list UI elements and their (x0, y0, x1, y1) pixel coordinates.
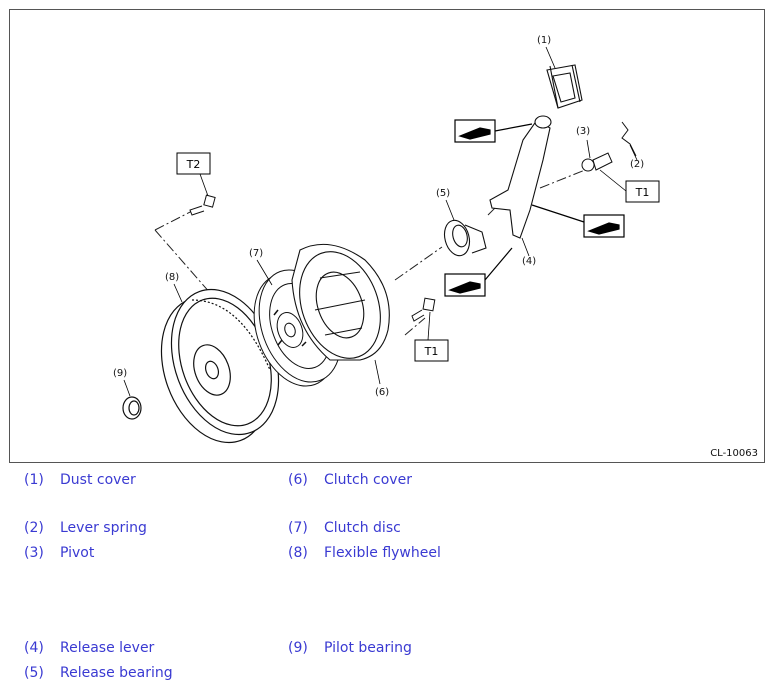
callout-4: (4) (522, 256, 536, 267)
release-bearing-part (443, 219, 487, 257)
pilot-bearing-part (122, 396, 142, 420)
alignment-line-t1 (404, 317, 426, 336)
alignment-line-pivot (539, 169, 586, 189)
bolt-t1-part (411, 297, 436, 322)
lever-spring-part (621, 121, 637, 157)
grease-icon (531, 204, 625, 238)
callout-2: (2) (630, 159, 644, 170)
callout-9: (9) (113, 368, 127, 379)
legend-item-pilot-bearing: (9)Pilot bearing (288, 640, 412, 656)
legend-item-clutch-disc: (7)Clutch disc (288, 520, 401, 536)
torque-tag-t2: T2 (176, 152, 211, 197)
figure-code: CL-10063 (710, 448, 758, 459)
callout-7: (7) (249, 248, 263, 259)
grease-icon (444, 247, 513, 297)
legend-item-pivot: (3)Pivot (24, 545, 95, 561)
exploded-view-diagram: T2 T1 T1 (1) (2) (3) (4) (5) (6) (7) (8)… (9, 9, 765, 463)
legend-item-dust-cover: (1)Dust cover (24, 472, 136, 488)
grease-icon (454, 119, 533, 143)
callout-5: (5) (436, 188, 450, 199)
legend-item-lever-spring: (2)Lever spring (24, 520, 147, 536)
legend-item-clutch-cover: (6)Clutch cover (288, 472, 412, 488)
legend-item-release-bearing: (5)Release bearing (24, 665, 173, 681)
svg-text:T2: T2 (186, 158, 201, 171)
callout-1: (1) (537, 35, 551, 46)
release-lever-part (489, 115, 552, 239)
legend-item-flexible-flywheel: (8)Flexible flywheel (288, 545, 441, 561)
torque-tag-t1-lower: T1 (414, 311, 449, 362)
flexible-flywheel-part (160, 288, 280, 444)
svg-text:T1: T1 (424, 345, 439, 358)
callout-3: (3) (576, 126, 590, 137)
dust-cover-part (546, 64, 583, 109)
callout-8: (8) (165, 272, 179, 283)
svg-text:T1: T1 (635, 186, 650, 199)
alignment-line-bearing (394, 246, 443, 281)
torque-tag-t1-upper: T1 (599, 169, 660, 203)
legend-item-release-lever: (4)Release lever (24, 640, 155, 656)
bolt-t2-part (189, 194, 216, 216)
callout-6: (6) (375, 387, 389, 398)
pivot-part (581, 152, 613, 172)
clutch-cover-part (291, 243, 390, 361)
